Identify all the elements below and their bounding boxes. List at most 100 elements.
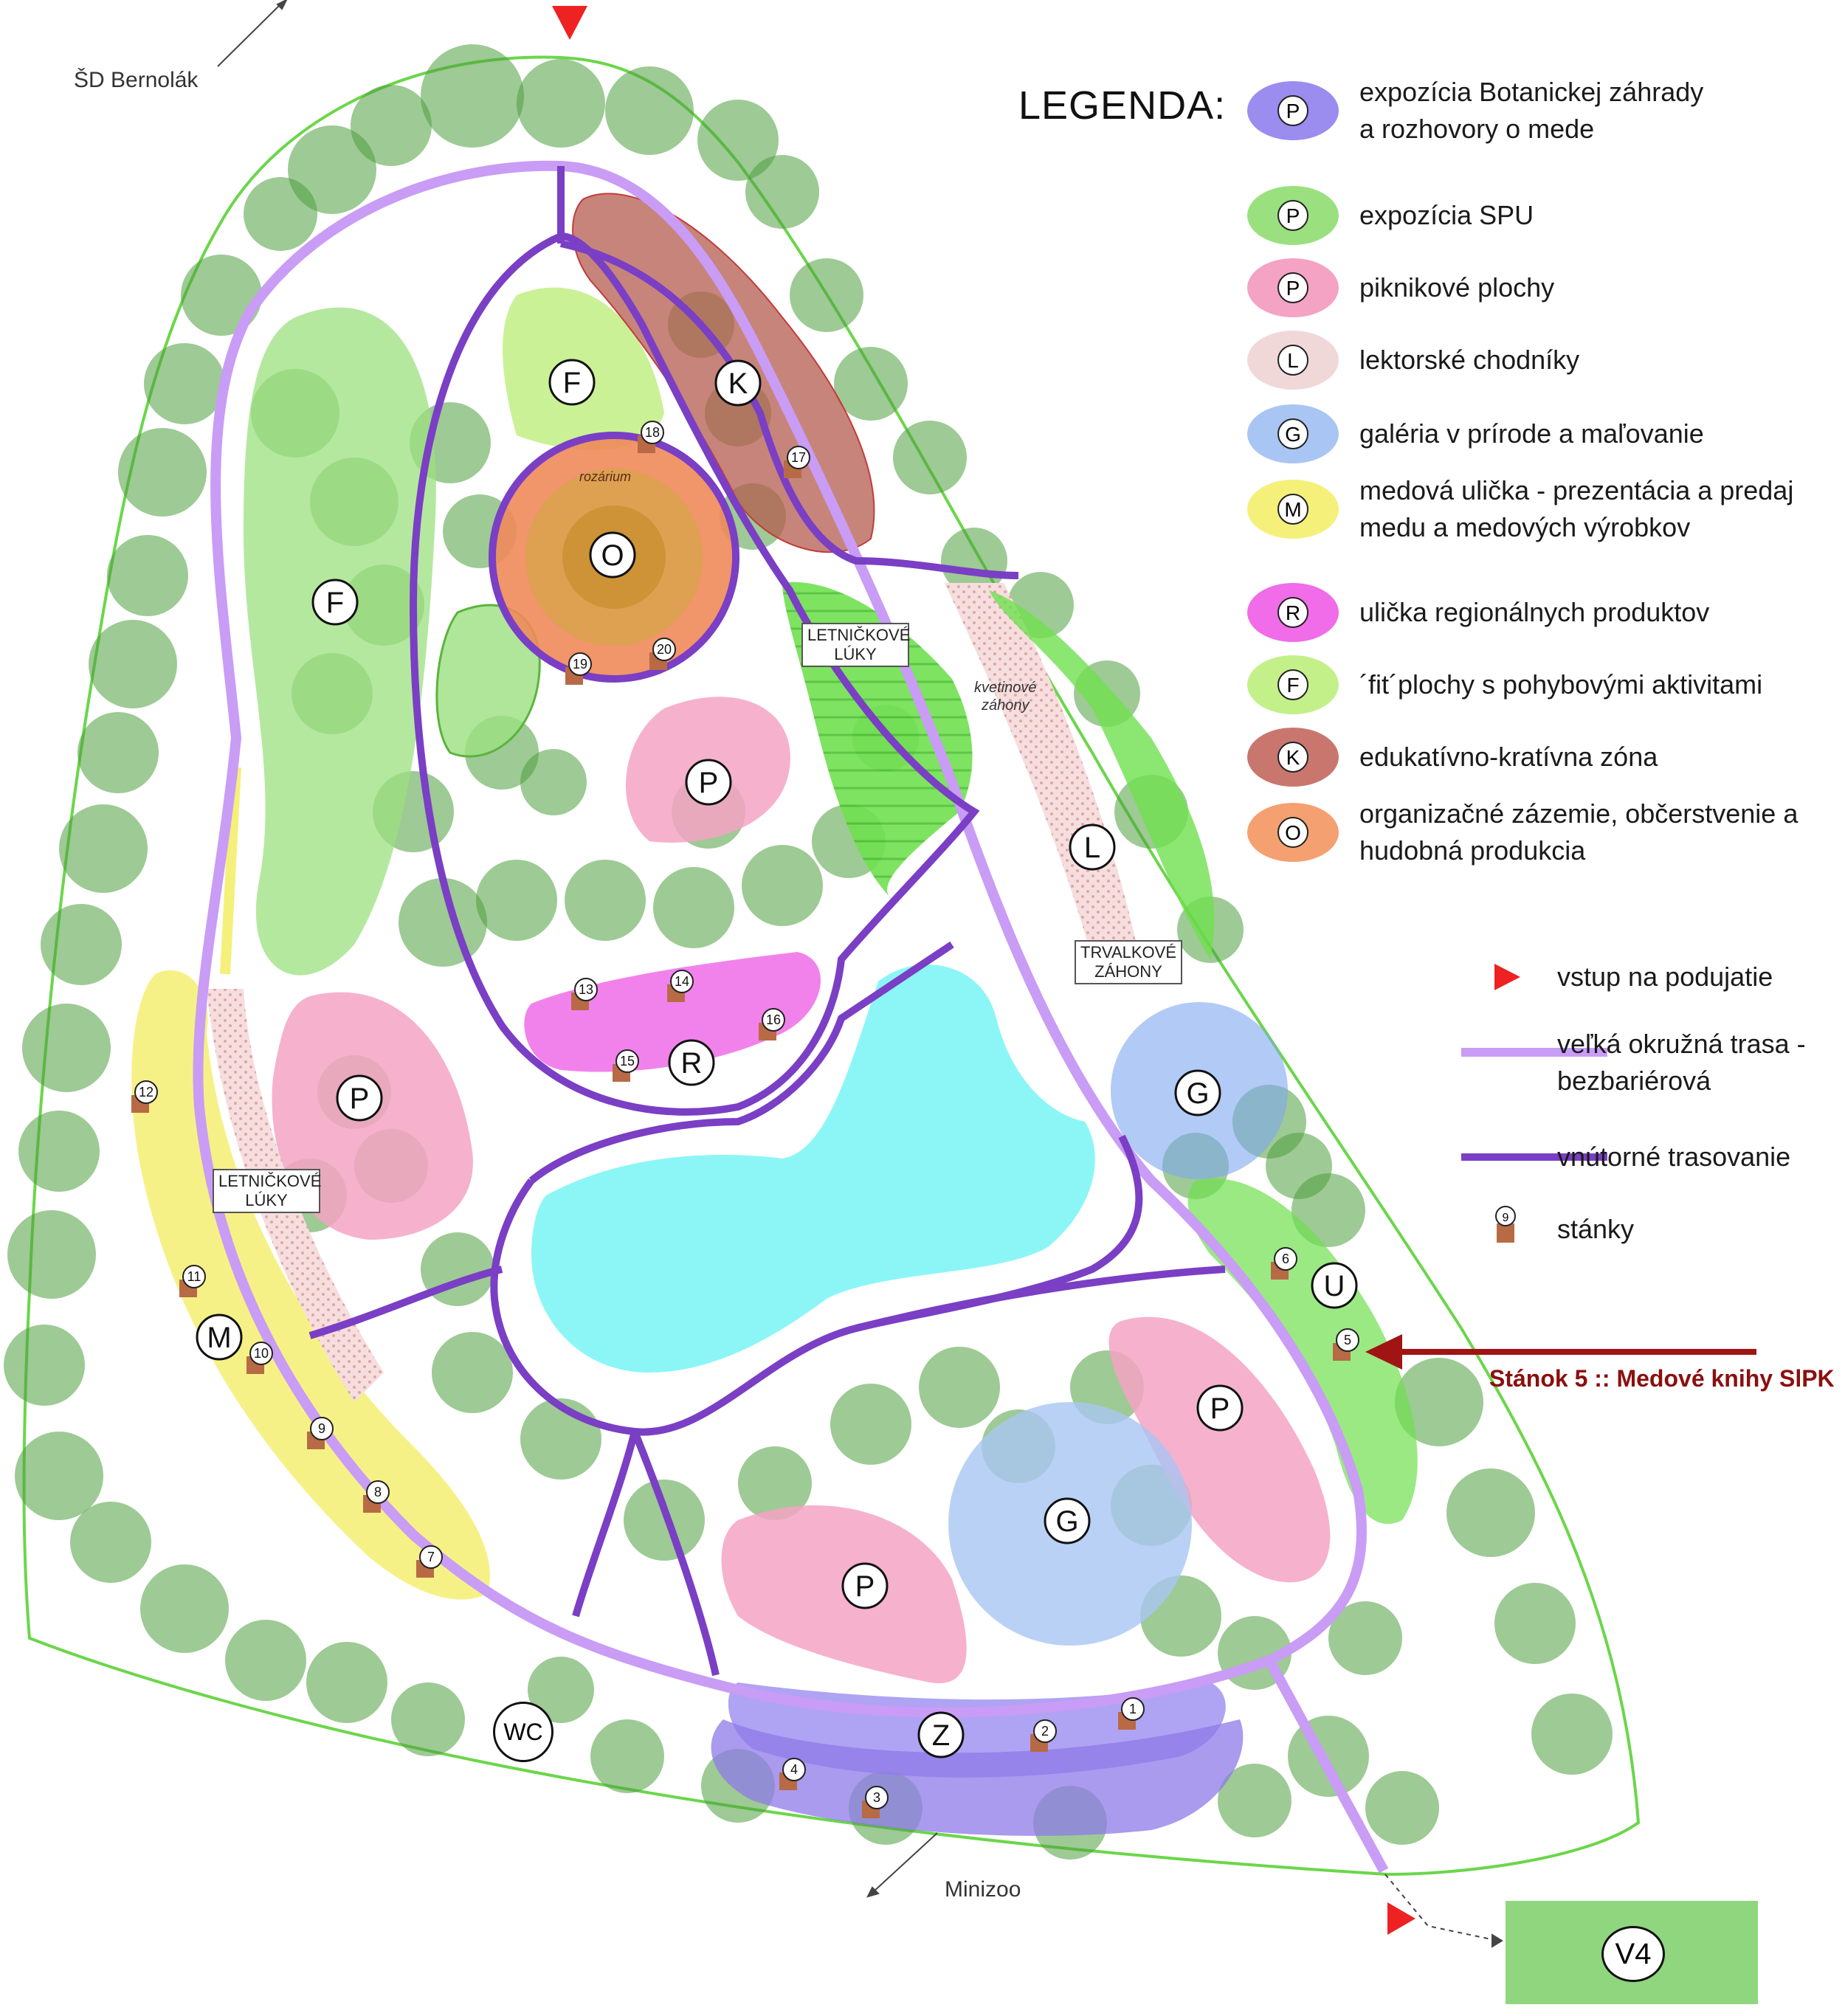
stall-badge	[787, 446, 810, 469]
legend-entrance-arrow	[1494, 964, 1520, 990]
tree-canopy	[22, 1004, 111, 1092]
legend-letter: M	[1284, 498, 1301, 521]
zone-marker-circle	[1196, 1384, 1244, 1432]
zone-marker-circle	[917, 1711, 965, 1758]
stall-badge	[865, 1786, 889, 1809]
tree-canopy	[306, 1642, 387, 1723]
stall-badge	[366, 1480, 390, 1504]
legend-letter-circle	[1277, 95, 1308, 126]
legend-symbol-line: bezbariérová	[1557, 1066, 1711, 1096]
stall-number: 7	[427, 1550, 435, 1564]
tree-canopy	[70, 1502, 151, 1583]
tree-canopy	[144, 343, 225, 424]
v4-label: V4	[1601, 1926, 1665, 1982]
tree-canopy	[742, 845, 823, 926]
stall-badge	[249, 1342, 273, 1365]
legend-entry: edukatívno-kratívna zóna	[1359, 739, 1832, 776]
tree-canopy	[893, 421, 967, 494]
tree-canopy	[18, 1111, 100, 1192]
stall-badge	[641, 421, 664, 444]
tree-canopy	[653, 867, 734, 948]
legend-letter: K	[1286, 746, 1300, 769]
legend-letter: L	[1287, 349, 1299, 372]
stall-badge	[652, 638, 676, 661]
stall-badge	[574, 978, 598, 1001]
zone-marker-l: L	[1084, 832, 1100, 864]
legend-entry-line: expozícia SPU	[1359, 200, 1534, 230]
zone-marker-m: M	[207, 1322, 231, 1354]
zone-marker-p: P	[350, 1083, 370, 1115]
tree-canopy	[4, 1325, 85, 1406]
legend-entry-line: galéria v prírode a maľovanie	[1359, 418, 1704, 449]
direction-arrows	[217, 0, 1503, 1948]
tree-canopy	[41, 904, 122, 985]
stall-badge	[134, 1080, 158, 1104]
tree-canopy	[919, 1347, 1000, 1428]
zone-marker-o: O	[601, 539, 624, 572]
zone-marker-p: P	[855, 1570, 875, 1603]
legend-stall	[1497, 1223, 1514, 1243]
wc-label: WC	[493, 1702, 554, 1762]
stall-number: 18	[645, 425, 660, 440]
legend-letter: G	[1285, 423, 1301, 446]
tree-canopy	[1365, 1771, 1439, 1845]
tree-canopy	[118, 428, 207, 517]
stall-5-callout: Stánok 5 :: Medové knihy SlPK	[1489, 1365, 1835, 1392]
tree-canopy	[421, 44, 524, 148]
routes	[193, 160, 1389, 1874]
legend-symbol-entry: vnútorné trasovanie	[1557, 1139, 1845, 1176]
tree-canopy	[1531, 1694, 1613, 1775]
legend-letter: O	[1285, 821, 1301, 844]
legend-symbol-line: vnútorné trasovanie	[1557, 1142, 1791, 1172]
legend-entry-line: medová ulička - prezentácia a predaj	[1359, 475, 1794, 505]
tree-canopy	[391, 1682, 465, 1756]
tree-canopy	[565, 860, 646, 941]
tree-canopy	[1288, 1716, 1369, 1797]
stall-badge	[782, 1758, 806, 1781]
zone-marker-circle	[196, 1313, 243, 1361]
stall-number: 19	[573, 657, 587, 672]
lake	[531, 964, 1095, 1373]
stall-badge	[182, 1265, 206, 1288]
stall-number: 5	[1344, 1333, 1351, 1347]
stall-number: 17	[791, 450, 806, 465]
stall-number: 4	[790, 1762, 798, 1777]
stall-badge	[615, 1049, 639, 1073]
zone-z-lower	[711, 1719, 1244, 1836]
stall-badge	[762, 1008, 785, 1032]
legend-letter-circle	[1277, 817, 1308, 848]
tree-canopy	[140, 1564, 229, 1653]
tree-canopy	[1266, 1133, 1332, 1199]
tree-canopy	[351, 85, 432, 166]
tree-canopy	[225, 1620, 306, 1701]
tree-canopy	[1446, 1468, 1535, 1557]
tree-canopy	[1395, 1358, 1483, 1446]
tree-canopy	[432, 1332, 513, 1413]
legend-stall-badge	[1495, 1206, 1516, 1226]
legend-entry-line: ´fit´plochy s pohybovými aktivitami	[1359, 669, 1763, 700]
legend-letter-circle	[1277, 669, 1308, 700]
legend-symbol-line: veľká okružná trasa -	[1557, 1029, 1806, 1059]
tree-canopy	[528, 1657, 594, 1723]
zone-marker-z: Z	[932, 1719, 950, 1752]
legend-symbol-line: stánky	[1557, 1214, 1635, 1244]
stall-number: 15	[620, 1054, 635, 1069]
zone-marker-k: K	[728, 367, 748, 400]
callout-arrow	[1365, 1334, 1756, 1370]
legend-letter: P	[1286, 204, 1300, 227]
right-green-strip	[989, 590, 1215, 959]
legend-symbol-line: vstup na podujatie	[1557, 962, 1773, 992]
stall-number: 13	[579, 982, 593, 997]
zone-marker-circle	[1069, 824, 1116, 871]
zone-marker-circle	[1311, 1262, 1358, 1309]
tree-canopy	[834, 347, 908, 421]
legend-entry: piknikové plochy	[1359, 269, 1832, 306]
